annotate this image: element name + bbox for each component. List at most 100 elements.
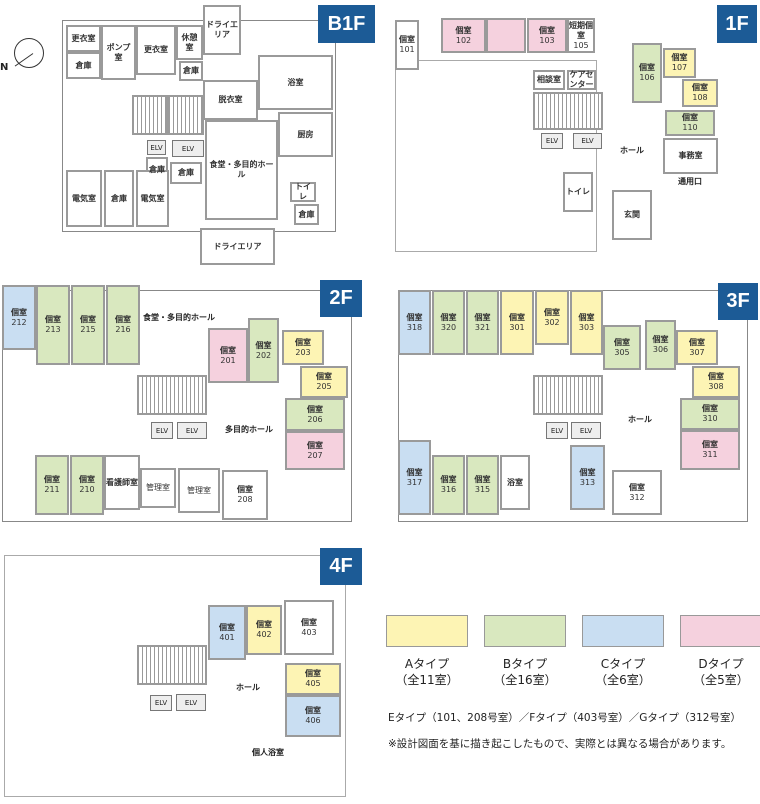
room-number: 320: [440, 322, 457, 332]
room-b1-pump[interactable]: ポンプ室: [101, 25, 136, 80]
room-b1-denki1[interactable]: 電気室: [66, 170, 102, 227]
room-label: 個室: [614, 337, 630, 347]
room-f1-toilet[interactable]: トイレ: [563, 172, 593, 212]
legend-type-name: Bタイプ: [502, 657, 548, 671]
room-b1-denki2[interactable]: 電気室: [136, 170, 169, 227]
room-b1-hall[interactable]: 食堂・多目的ホール: [205, 120, 278, 220]
area-label: 多目的ホール: [225, 425, 273, 434]
floor-badge-1f: 1F: [717, 5, 757, 43]
room-b1-dry2[interactable]: ドライエリア: [200, 228, 275, 265]
room-b1-toilet[interactable]: トイレ: [290, 182, 316, 202]
room-label: 個室: [639, 63, 655, 72]
room-b1-dry1[interactable]: ドライエリア: [203, 5, 241, 55]
room-b1-souko1[interactable]: 倉庫: [66, 52, 101, 79]
room-b1-chubo[interactable]: 厨房: [278, 112, 333, 157]
room-b1-souko5[interactable]: 倉庫: [104, 170, 134, 227]
room-label: 個室: [544, 307, 560, 317]
room-f1-genkan[interactable]: 玄関: [612, 190, 652, 240]
elevator: ELV: [150, 695, 172, 711]
room-label: 倉庫: [183, 66, 199, 75]
room-f2-kanri2[interactable]: 管理室: [178, 468, 220, 513]
area-label: ホール: [628, 415, 652, 424]
room-label: 個室: [256, 620, 272, 629]
room-f1-care[interactable]: ケアセンター: [567, 70, 596, 90]
area-label: 食堂・多目的ホール: [143, 313, 215, 322]
legend-type-count: （全5室）: [693, 673, 749, 687]
room-label: 倉庫: [111, 193, 127, 203]
room-label: 個室: [255, 340, 272, 350]
room-f3-yoku[interactable]: 浴室: [500, 455, 530, 510]
room-f1-104[interactable]: [486, 18, 526, 53]
room-b1-kyukei[interactable]: 休憩室: [176, 25, 203, 60]
room-number: 212: [11, 317, 27, 327]
room-label: 浴室: [287, 77, 304, 87]
room-f1-soudan[interactable]: 相談室: [533, 70, 565, 90]
room-b1-datsui[interactable]: 脱衣室: [203, 80, 258, 120]
room-b1-kouii1[interactable]: 更衣室: [66, 25, 101, 52]
room-label: 個室: [406, 467, 423, 477]
room-label: 個室: [79, 475, 95, 484]
room-number: 302: [544, 317, 560, 327]
room-b1-souko4[interactable]: 倉庫: [170, 162, 202, 184]
legend-swatch-b: [484, 615, 566, 647]
room-number: 313: [579, 477, 596, 487]
room-f2-kango[interactable]: 看護師室: [104, 455, 140, 510]
room-b1-kouii2[interactable]: 更衣室: [136, 25, 176, 75]
room-b1-yoku[interactable]: 浴室: [258, 55, 333, 110]
room-label: 更衣室: [71, 33, 96, 43]
room-number: 301: [509, 322, 525, 332]
room-label: 短期個室: [569, 20, 593, 40]
room-b1-souko6[interactable]: 倉庫: [294, 204, 319, 225]
room-label: 管理室: [146, 483, 170, 492]
room-b1-souko2[interactable]: 倉庫: [179, 61, 203, 81]
room-label: 個室: [702, 404, 718, 413]
room-label: 個室: [115, 315, 131, 324]
legend-label-d: Dタイプ（全5室）: [680, 656, 760, 688]
room-f1-jimu[interactable]: 事務室: [663, 138, 718, 174]
room-f2-kanri1[interactable]: 管理室: [140, 468, 176, 508]
